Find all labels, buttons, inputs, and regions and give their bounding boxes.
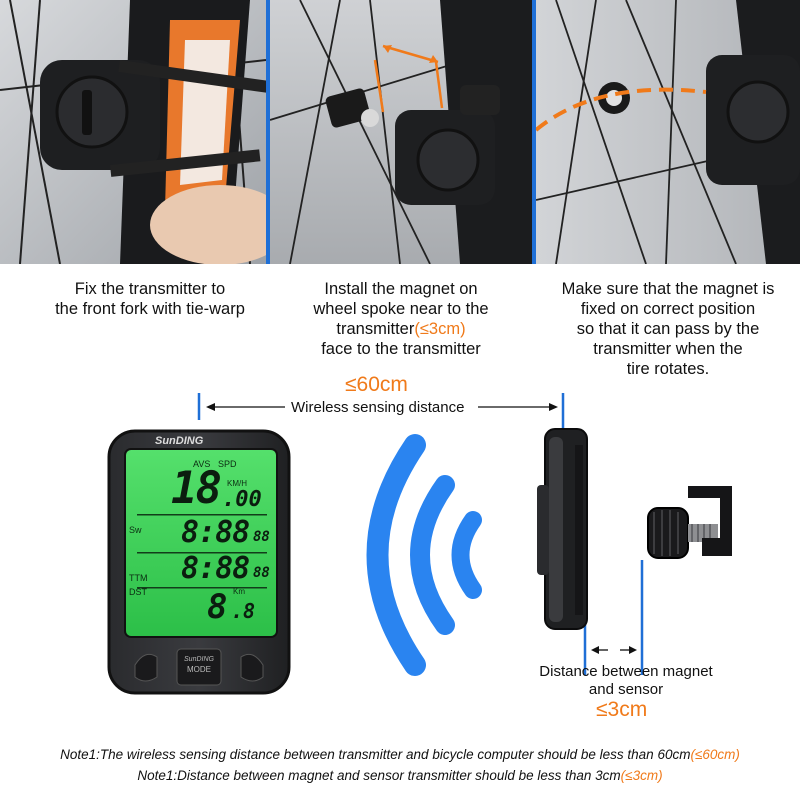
note-text: Note1:Distance between magnet and sensor… — [137, 768, 621, 783]
wireless-signal-waves — [366, 434, 482, 676]
note-highlight: (≤3cm) — [620, 768, 663, 783]
lcd-speed-decimal: .00 — [222, 487, 262, 512]
caption-line: wheel spoke near to the — [313, 300, 489, 318]
gap-label-line: and sensor — [588, 681, 664, 698]
spoke-magnet — [647, 486, 732, 559]
caption-line: face to the transmitter — [321, 340, 481, 358]
bike-computer: SunDING AVS SPD 18 KM/H .00 Sw 8:88 88 T… — [105, 427, 293, 697]
lcd-label-km: Km — [233, 587, 245, 596]
caption-line: Install the magnet on — [324, 280, 478, 298]
computer-left-button[interactable] — [135, 655, 157, 683]
caption-line: transmitter when the — [593, 340, 743, 358]
lcd-row3-tail: 88 — [253, 565, 270, 581]
caption-text: transmitter — [336, 320, 415, 338]
photo-install-magnet — [270, 0, 532, 264]
photo-fix-transmitter — [0, 0, 266, 264]
sensor-gap-limit: ≤3cm — [596, 698, 648, 721]
lcd-label-ttm: TTM — [129, 573, 148, 583]
note-highlight: (≤60cm) — [690, 747, 740, 762]
note-sensor-distance: Note1:Distance between magnet and sensor… — [0, 766, 800, 785]
caption-step-2: Install the magnet on wheel spoke near t… — [270, 279, 532, 359]
lcd-label-sw: Sw — [129, 525, 142, 535]
sensor-gap-label: Distance between magnet and sensor — [526, 663, 726, 699]
wireless-distance-label: Wireless sensing distance — [291, 399, 465, 416]
mode-button-label: MODE — [187, 665, 211, 674]
lcd-speed-value: 18 — [171, 463, 222, 514]
computer-mode-button[interactable]: SunDING MODE — [177, 649, 221, 685]
computer-brand-logo: SunDING — [155, 435, 204, 447]
lcd-label-spd: SPD — [218, 459, 237, 469]
caption-line: Make sure that the magnet is — [561, 280, 775, 298]
lcd-label-kmh: KM/H — [227, 479, 247, 488]
photo-magnet-position — [536, 0, 800, 264]
wireless-distance-limit: ≤60cm — [345, 373, 408, 396]
caption-line: so that it can pass by the — [576, 320, 760, 338]
divider — [266, 0, 270, 264]
divider — [532, 0, 536, 264]
lcd-label-avs: AVS — [193, 459, 211, 469]
caption-line: fixed on correct position — [580, 300, 756, 318]
lcd-row4-decimal: .8 — [231, 599, 256, 623]
mode-button-brand: SunDING — [184, 656, 214, 663]
lcd-row2-tail: 88 — [253, 529, 270, 545]
caption-step-1: Fix the transmitter to the front fork wi… — [0, 279, 300, 319]
caption-limit: (≤3cm) — [414, 320, 466, 338]
caption-line: Fix the transmitter to — [74, 280, 226, 298]
gap-label-line: Distance between magnet — [539, 663, 713, 680]
note-wireless-distance: Note1:The wireless sensing distance betw… — [0, 745, 800, 764]
caption-line: the front fork with tie-warp — [55, 300, 245, 318]
caption-line: tire rotates. — [626, 360, 710, 378]
note-text: Note1:The wireless sensing distance betw… — [60, 747, 691, 762]
lcd-row4-value: 8 — [207, 587, 228, 627]
caption-line: transmitter(≤3cm) — [270, 319, 532, 339]
lcd-row2-value: 8:88 — [181, 515, 250, 550]
lcd-row3-value: 8:88 — [181, 551, 250, 586]
transmitter-sensor — [537, 428, 588, 630]
computer-right-button[interactable] — [241, 655, 263, 683]
lcd-label-dst: DST — [129, 587, 147, 597]
caption-step-3: Make sure that the magnet is fixed on co… — [536, 279, 800, 379]
